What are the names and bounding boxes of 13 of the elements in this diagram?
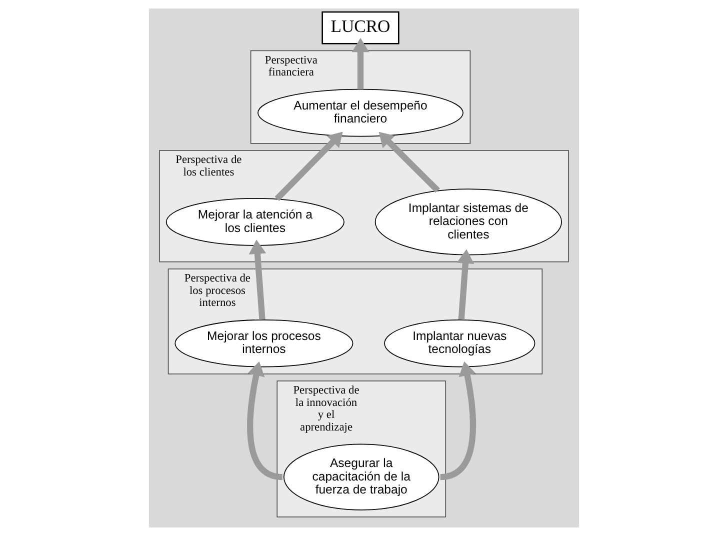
node-ellipse: Aumentar el desempeño financiero (257, 88, 463, 137)
arrow (274, 132, 342, 201)
node-box: LUCRO (321, 11, 399, 44)
node-ellipse: Implantar sistemas de relaciones con clientes (374, 188, 562, 256)
arrow (248, 240, 266, 320)
arrow (351, 38, 369, 90)
arrow (456, 249, 474, 320)
arrow (439, 361, 476, 480)
node-ellipse: Asegurar la capacitación de la fuerza de trabajo (282, 444, 439, 510)
node-ellipse: Mejorar los procesos internos (174, 319, 353, 368)
arrow (378, 132, 440, 193)
node-ellipse: Mejorar la atención a los clientes (165, 198, 344, 246)
node-ellipse: Implantar nuevas tecnologías (384, 319, 535, 368)
